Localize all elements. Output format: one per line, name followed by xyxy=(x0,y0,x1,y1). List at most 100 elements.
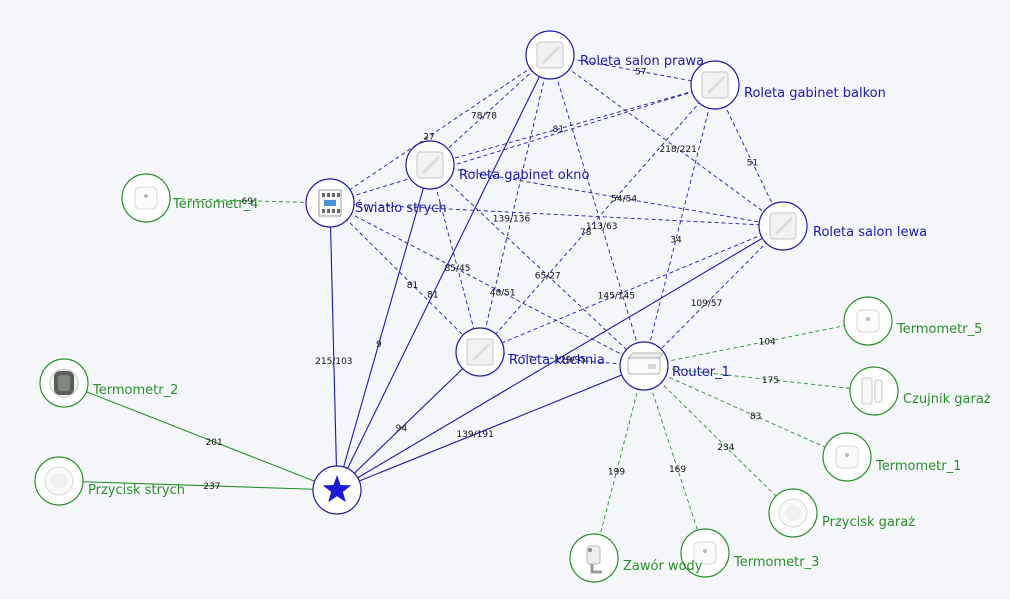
round-button-icon xyxy=(44,466,74,496)
edge-label: 34 xyxy=(670,236,682,246)
edge-label: 78 xyxy=(580,228,592,238)
edge-label: 81 xyxy=(553,125,564,135)
edge-router1-termometr5 xyxy=(643,320,869,367)
edge-salon_prawa-gabinet_okno xyxy=(429,54,551,166)
node-label: Router_1 xyxy=(672,365,730,380)
edge-gabinet_balkon-router1 xyxy=(643,84,716,367)
relay-module-icon xyxy=(318,189,342,217)
edge-salon_prawa-router1 xyxy=(549,54,645,367)
node-przycisk-strych[interactable]: Przycisk strych xyxy=(34,456,185,506)
node-zawor-wody[interactable]: Zawór wody xyxy=(569,533,703,583)
edge-gabinet_okno-salon_lewa xyxy=(429,164,784,227)
edge-label: 94 xyxy=(396,424,408,434)
edge-gabinet_balkon-kuchnia xyxy=(479,84,716,353)
node-label: Roleta salon prawa xyxy=(580,54,704,69)
thermometer-icon xyxy=(693,541,717,565)
thermometer-icon xyxy=(134,186,158,210)
node-label: Termometr_2 xyxy=(92,383,178,398)
edge-label: 78/78 xyxy=(471,112,497,122)
node-label: Termometr_1 xyxy=(875,459,961,474)
edge-labels-layer: 215/10381994139/191201237572778/78218/22… xyxy=(203,68,779,492)
edge-label: 218/221 xyxy=(659,145,696,155)
edge-label: 139/191 xyxy=(456,430,493,440)
edge-salon_lewa-coordinator xyxy=(336,225,784,491)
node-gabinet-balkon[interactable]: Roleta gabinet balkon xyxy=(690,60,886,110)
edge-salon_lewa-kuchnia xyxy=(479,225,784,353)
node-label: Termometr_4 xyxy=(172,197,258,212)
node-swiatlo[interactable]: Światło strych xyxy=(305,178,447,228)
edge-przycisk_strych-coordinator xyxy=(58,480,338,491)
edge-swiatlo-salon_lewa xyxy=(329,202,784,227)
node-przycisk-garaz[interactable]: Przycisk garaż xyxy=(768,488,915,538)
edge-gabinet_okno-coordinator xyxy=(336,164,431,491)
edge-termometr2-coordinator xyxy=(63,382,338,491)
thermometer-display-icon xyxy=(49,368,79,398)
edge-swiatlo-router1 xyxy=(329,202,645,367)
edge-swiatlo-kuchnia xyxy=(329,202,481,353)
node-label: Roleta gabinet balkon xyxy=(744,86,886,101)
edge-label: 65/27 xyxy=(535,272,561,282)
node-label: Roleta kuchnia xyxy=(509,353,605,368)
edge-salon_prawa-salon_lewa xyxy=(549,54,784,227)
edge-label: 9 xyxy=(376,340,382,350)
edge-label: 83 xyxy=(750,412,761,422)
node-label: Roleta gabinet okno xyxy=(459,168,589,183)
node-label: Światło strych xyxy=(355,200,447,216)
edge-gabinet_okno-kuchnia xyxy=(429,164,481,353)
edges-layer xyxy=(58,54,875,559)
node-router1[interactable]: Router_1 xyxy=(619,341,730,391)
edge-salon_prawa-coordinator xyxy=(336,54,551,491)
edge-label: 169 xyxy=(669,465,686,475)
node-salon-lewa[interactable]: Roleta salon lewa xyxy=(758,201,927,251)
edge-label: 48/51 xyxy=(490,289,516,299)
node-label: Czujnik garaż xyxy=(903,392,991,407)
node-salon-prawa[interactable]: Roleta salon prawa xyxy=(525,30,704,80)
router-box-icon xyxy=(626,352,664,375)
edge-router1-coordinator xyxy=(336,365,645,491)
blind-switch-icon xyxy=(416,151,444,179)
edge-gabinet_balkon-salon_lewa xyxy=(714,84,784,227)
star-icon xyxy=(322,475,352,503)
blind-switch-icon xyxy=(701,71,729,99)
node-termometr2[interactable]: Termometr_2 xyxy=(39,358,178,408)
edge-label: 234 xyxy=(717,443,734,453)
edge-router1-czujnik_garaz xyxy=(643,365,875,392)
edge-router1-zawor_wody xyxy=(593,365,645,559)
blind-switch-icon xyxy=(466,338,494,366)
edge-label: 175 xyxy=(762,376,779,386)
node-czujnik-garaz[interactable]: Czujnik garaż xyxy=(849,366,991,416)
edge-label: 215/103 xyxy=(315,357,352,367)
node-termometr4[interactable]: Termometr_4 xyxy=(121,173,258,223)
node-termometr1[interactable]: Termometr_1 xyxy=(822,432,961,482)
edge-router1-termometr1 xyxy=(643,365,848,458)
node-label: Termometr_3 xyxy=(733,555,819,570)
node-label: Przycisk garaż xyxy=(822,515,915,530)
edge-salon_prawa-swiatlo xyxy=(329,54,551,204)
node-gabinet-okno[interactable]: Roleta gabinet okno xyxy=(405,140,589,190)
edge-label: 113/63 xyxy=(586,222,618,232)
node-termometr5[interactable]: Termometr_5 xyxy=(843,296,982,346)
edge-label: 51 xyxy=(747,159,758,169)
edge-label: 81 xyxy=(427,290,438,300)
node-label: Roleta salon lewa xyxy=(813,225,927,240)
edge-kuchnia-coordinator xyxy=(336,351,481,491)
node-kuchnia[interactable]: Roleta kuchnia xyxy=(455,327,605,377)
edge-termometr4-swiatlo xyxy=(145,197,331,204)
edge-label: 145/145 xyxy=(598,291,635,301)
edge-label: 237 xyxy=(203,482,220,492)
thermometer-icon xyxy=(856,309,880,333)
node-termometr3[interactable]: Termometr_3 xyxy=(680,528,819,578)
thermometer-icon xyxy=(835,445,859,469)
edge-label: 69 xyxy=(241,197,253,207)
nodes-layer: Router_1 Światło strych Roleta salon prawa… xyxy=(34,30,991,583)
edge-label: 129/95 xyxy=(554,356,586,366)
edge-label: 85/45 xyxy=(445,264,471,274)
edge-label: 81 xyxy=(407,281,418,291)
node-coordinator[interactable] xyxy=(312,465,362,515)
edge-salon_lewa-router1 xyxy=(643,225,784,367)
round-button-icon xyxy=(778,498,808,528)
edge-label: 54/54 xyxy=(611,195,637,205)
edge-swiatlo-coordinator xyxy=(329,202,338,491)
